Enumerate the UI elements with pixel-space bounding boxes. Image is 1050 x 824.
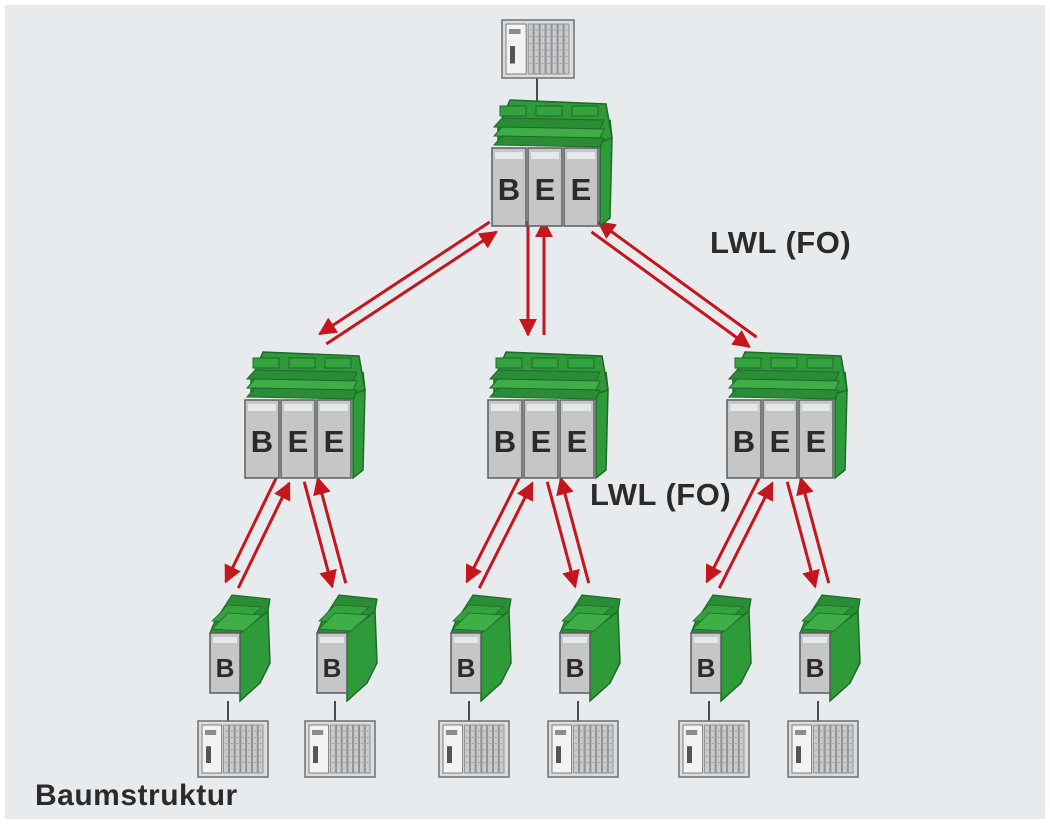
svg-text:B: B bbox=[733, 424, 755, 459]
svg-text:E: E bbox=[324, 424, 345, 459]
leaf-plc-icon-2 bbox=[304, 720, 376, 778]
leaf-fo-module-icon-1: B bbox=[209, 594, 271, 703]
cable-connections bbox=[227, 77, 819, 723]
fo-link-leaf-6 bbox=[785, 476, 831, 589]
root-plc-icon bbox=[501, 19, 575, 79]
fo-link-leaf-2 bbox=[302, 476, 348, 589]
leaf-fo-module-icon-3: B bbox=[450, 594, 512, 703]
fo-link-leaf-1 bbox=[224, 476, 291, 589]
fo-link-root-center bbox=[519, 219, 553, 337]
leaf-fo-module-icon-4: B bbox=[559, 594, 621, 703]
svg-text:B: B bbox=[806, 653, 825, 683]
svg-text:E: E bbox=[531, 424, 552, 459]
svg-text:B: B bbox=[457, 653, 476, 683]
svg-text:E: E bbox=[535, 172, 556, 207]
fo-link-label-upper: LWL (FO) bbox=[710, 225, 852, 260]
svg-text:E: E bbox=[288, 424, 309, 459]
diagram-caption: Baumstruktur bbox=[35, 779, 238, 812]
fo-link-root-right bbox=[590, 220, 758, 349]
svg-text:B: B bbox=[498, 172, 520, 207]
svg-text:B: B bbox=[251, 424, 273, 459]
leaf-plc-icon-1 bbox=[197, 720, 269, 778]
svg-text:B: B bbox=[494, 424, 516, 459]
svg-text:E: E bbox=[571, 172, 592, 207]
leaf-fo-module-icon-2: B bbox=[316, 594, 378, 703]
svg-text:E: E bbox=[770, 424, 791, 459]
fo-link-leaf-4 bbox=[545, 476, 591, 589]
svg-text:B: B bbox=[323, 653, 342, 683]
svg-text:B: B bbox=[566, 653, 585, 683]
leaf-plc-icon-5 bbox=[678, 720, 750, 778]
fo-link-root-left bbox=[318, 220, 498, 346]
svg-text:E: E bbox=[567, 424, 588, 459]
fo-link-label-lower: LWL (FO) bbox=[590, 477, 732, 512]
leaf-plc-icon-4 bbox=[547, 720, 619, 778]
svg-text:E: E bbox=[806, 424, 827, 459]
svg-text:B: B bbox=[697, 653, 716, 683]
fiber-link-arrows bbox=[224, 219, 831, 589]
leaf-fo-module-icon-5: B bbox=[690, 594, 752, 703]
fo-link-leaf-5 bbox=[705, 476, 774, 589]
leaf-plc-icon-6 bbox=[787, 720, 859, 778]
leaf-fo-module-icon-6: B bbox=[799, 594, 861, 703]
fo-link-leaf-3 bbox=[465, 476, 534, 589]
leaf-plc-icon-3 bbox=[438, 720, 510, 778]
svg-text:B: B bbox=[216, 653, 235, 683]
